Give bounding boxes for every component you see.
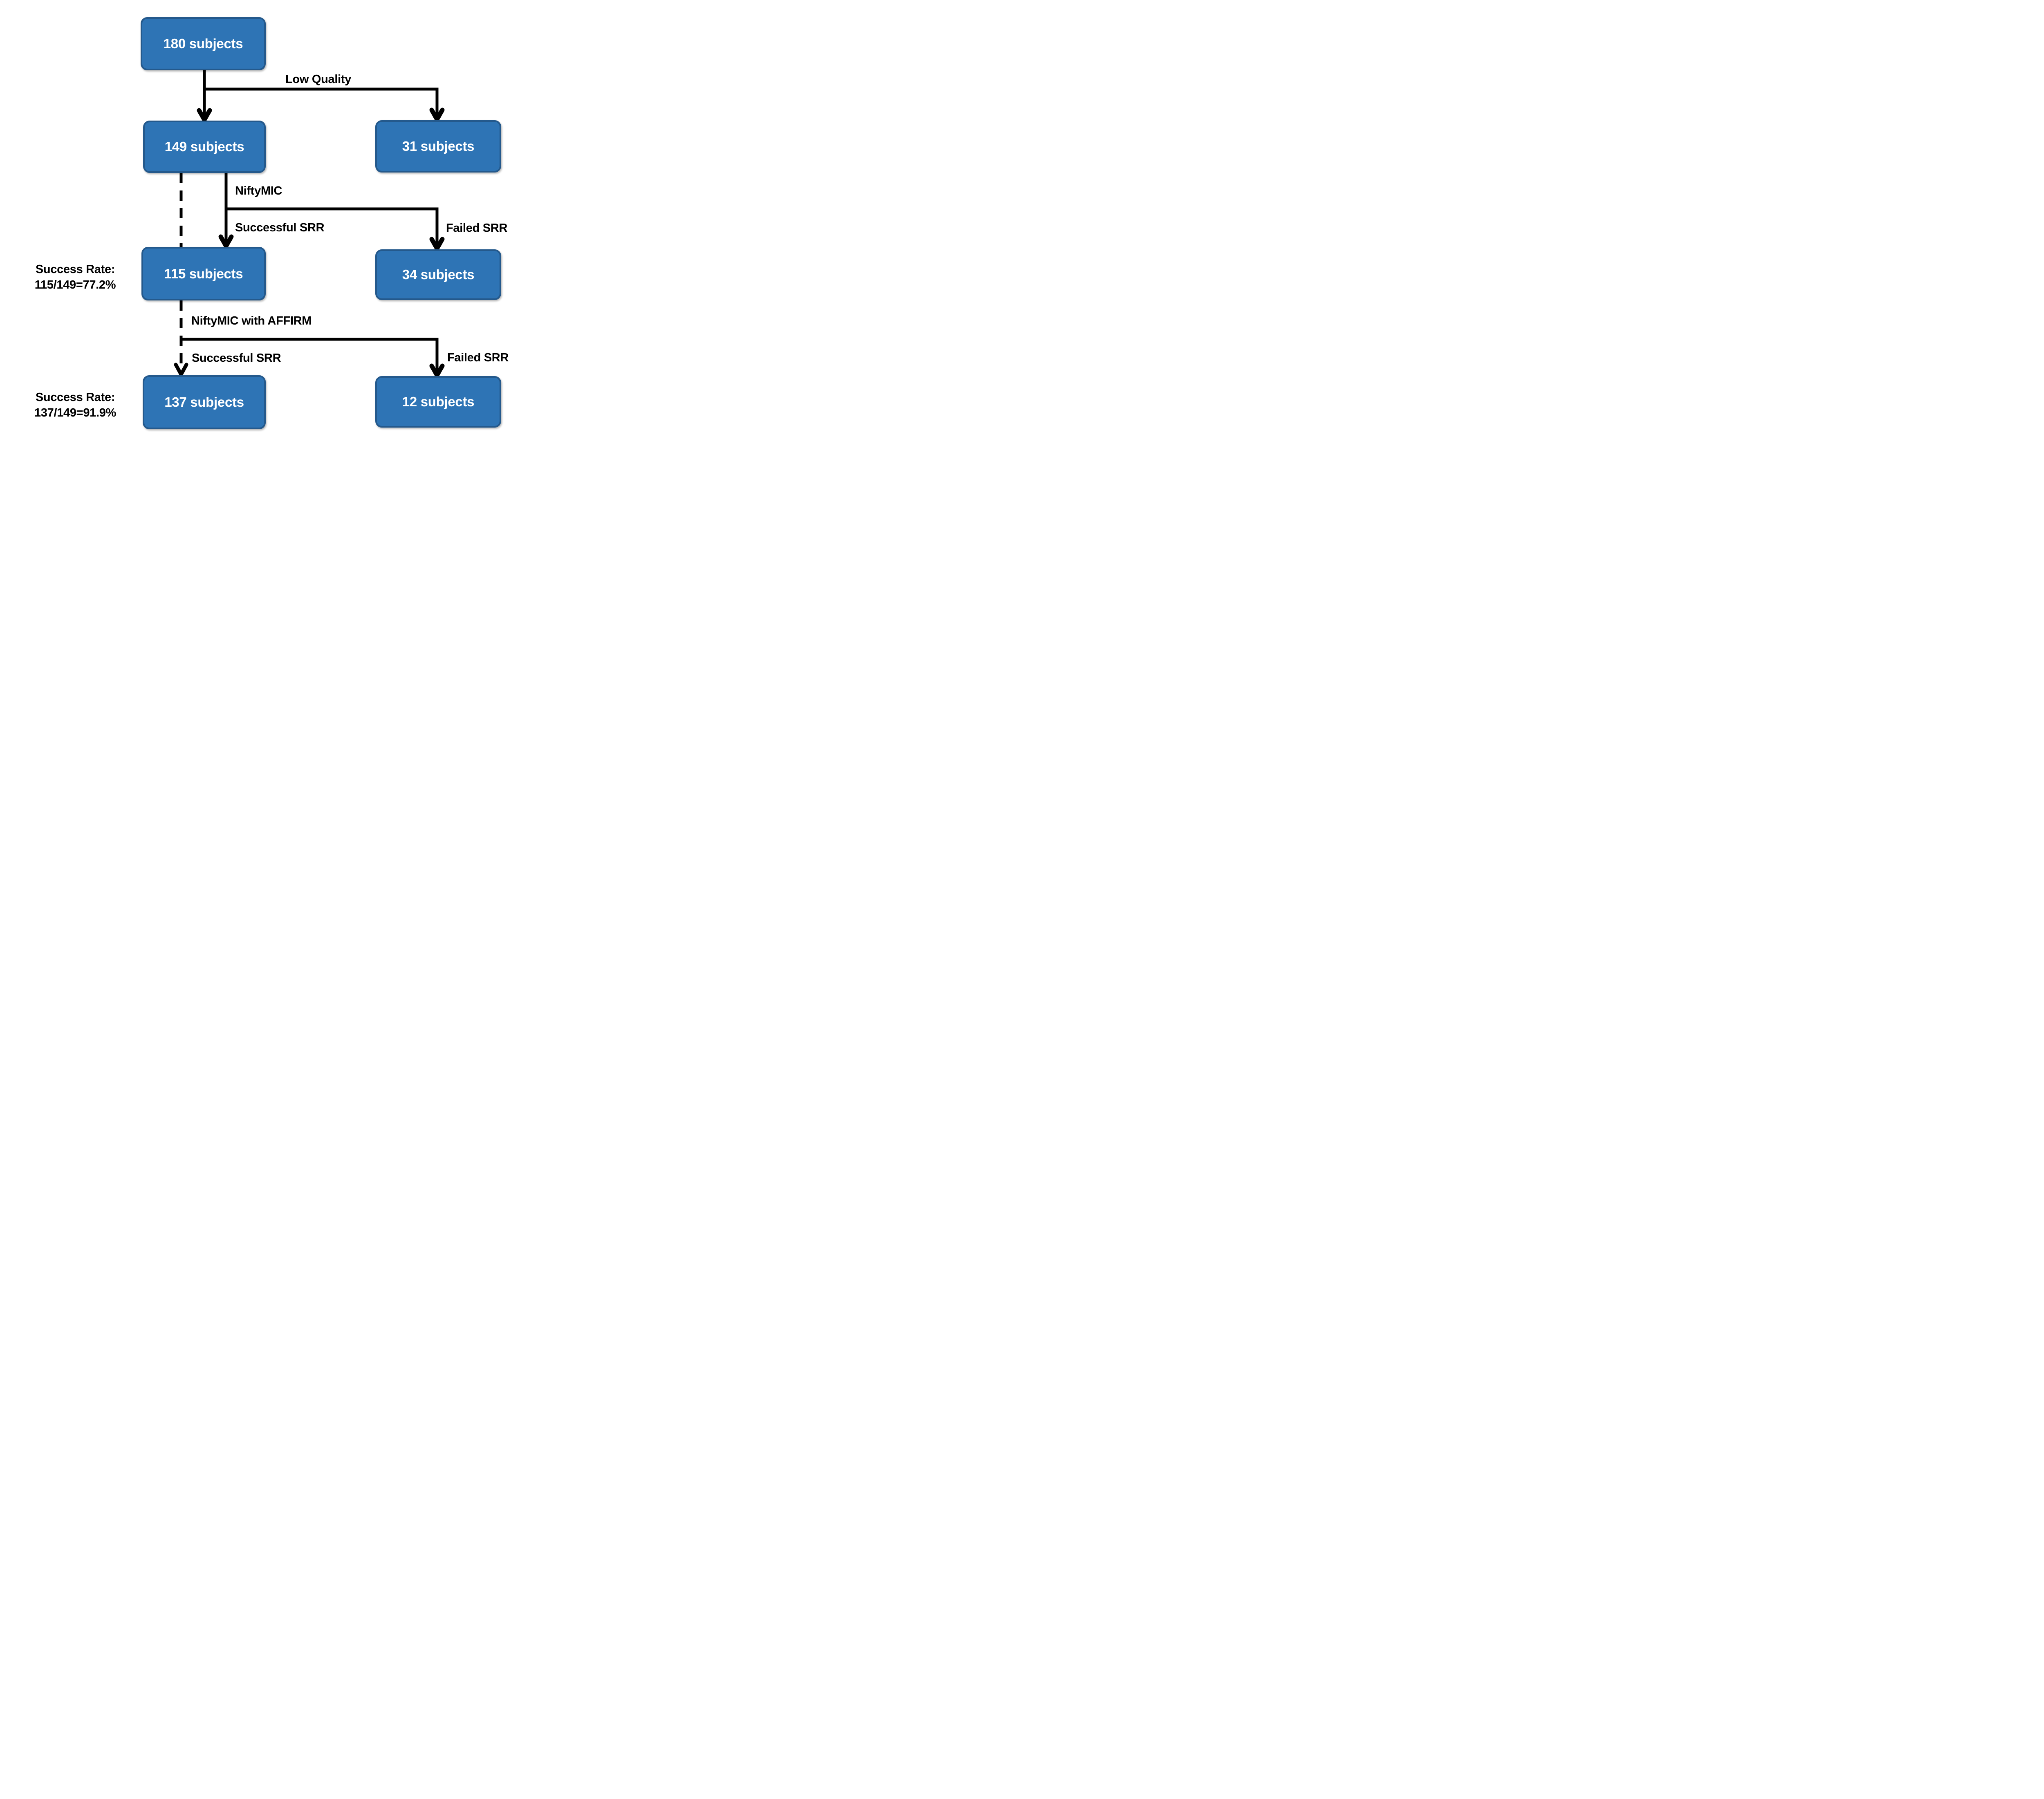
- node-180-subjects: 180 subjects: [141, 17, 266, 70]
- node-label: 31 subjects: [402, 139, 475, 154]
- node-label: 137 subjects: [164, 394, 244, 410]
- annotation-line: Success Rate:: [35, 391, 115, 404]
- flowchart-canvas: 180 subjects 149 subjects 31 subjects 11…: [0, 0, 570, 450]
- node-149-subjects: 149 subjects: [143, 121, 266, 173]
- edge-149-to-34: [226, 207, 439, 246]
- arrowhead-31-icon: [429, 108, 445, 124]
- node-137-subjects: 137 subjects: [143, 375, 266, 429]
- node-12-subjects: 12 subjects: [375, 376, 501, 428]
- arrowhead-149-icon: [197, 108, 212, 125]
- edge-label-low-quality: Low Quality: [285, 73, 352, 86]
- arrowhead-12-icon: [429, 363, 445, 380]
- node-label: 115 subjects: [164, 266, 243, 281]
- node-label: 149 subjects: [164, 139, 244, 154]
- annotation-success-rate-1: Success Rate: 115/149=77.2%: [22, 262, 128, 293]
- edge-137-branch-to-12: [181, 338, 439, 373]
- edge-label-successful-srr-2: Successful SRR: [192, 352, 281, 365]
- edge-label-niftymic-with-affirm: NiftyMIC with AFFIRM: [191, 314, 312, 327]
- annotation-line: Success Rate:: [35, 263, 115, 276]
- edge-label-niftymic: NiftyMIC: [235, 184, 282, 197]
- edge-label-failed-srr-2: Failed SRR: [447, 351, 509, 364]
- arrowhead-115-icon: [218, 234, 234, 251]
- arrowhead-34-icon: [429, 237, 445, 253]
- edge-180-to-31: [204, 87, 439, 117]
- node-34-subjects: 34 subjects: [375, 249, 501, 300]
- annotation-line: 137/149=91.9%: [34, 406, 117, 419]
- node-label: 34 subjects: [402, 267, 475, 282]
- node-label: 180 subjects: [163, 36, 243, 51]
- edge-label-failed-srr-1: Failed SRR: [446, 222, 508, 235]
- arrowhead-137-icon: [174, 363, 188, 379]
- edge-label-successful-srr-1: Successful SRR: [235, 221, 325, 234]
- node-115-subjects: 115 subjects: [141, 247, 266, 300]
- annotation-success-rate-2: Success Rate: 137/149=91.9%: [22, 390, 128, 421]
- connector-lines: [174, 70, 445, 380]
- node-label: 12 subjects: [402, 394, 475, 409]
- node-31-subjects: 31 subjects: [375, 120, 501, 173]
- annotation-line: 115/149=77.2%: [34, 278, 116, 291]
